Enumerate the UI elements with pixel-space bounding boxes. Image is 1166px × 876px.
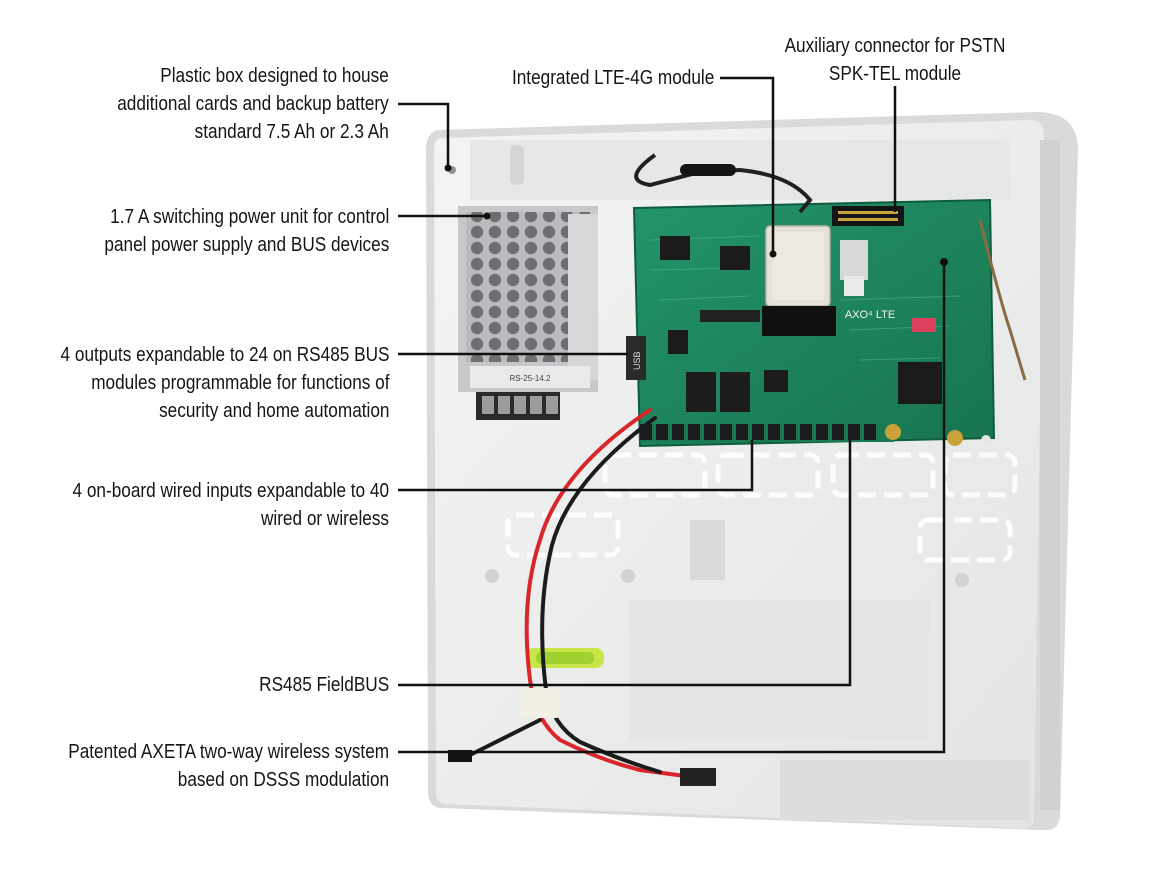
- callout-axeta: Patented AXETA two-way wireless system b…: [68, 738, 389, 794]
- callout-line: Patented AXETA two-way wireless system: [68, 741, 389, 763]
- callout-inputs: 4 on-board wired inputs expandable to 40…: [72, 477, 389, 533]
- callout-outputs: 4 outputs expandable to 24 on RS485 BUS …: [60, 341, 389, 425]
- callout-line: standard 7.5 Ah or 2.3 Ah: [194, 121, 389, 143]
- callout-fieldbus: RS485 FieldBUS: [259, 671, 389, 699]
- callout-lte: Integrated LTE-4G module: [512, 64, 714, 92]
- callout-line: 4 on-board wired inputs expandable to 40: [72, 480, 389, 502]
- callout-line: based on DSSS modulation: [177, 769, 389, 791]
- psu-model-text: RS-25-14.2: [510, 374, 551, 383]
- leader-axeta: [398, 262, 946, 754]
- board-brand-text: AXO⁴ LTE: [845, 309, 895, 321]
- callout-line: 4 outputs expandable to 24 on RS485 BUS: [60, 344, 389, 366]
- callout-line: modules programmable for functions of: [90, 372, 390, 394]
- callout-line: 1.7 A switching power unit for control: [109, 206, 389, 228]
- antenna-cable: [634, 153, 1027, 381]
- callout-line: Auxiliary connector for PSTN: [784, 35, 1006, 57]
- callout-line: RS485 FieldBUS: [258, 674, 389, 696]
- callout-leaders: [398, 76, 946, 754]
- callout-plastic-box: Plastic box designed to house additional…: [117, 62, 389, 146]
- callout-line: SPK-TEL module: [828, 63, 962, 85]
- usb-text: USB: [632, 351, 642, 370]
- callout-line: wired or wireless: [260, 508, 389, 530]
- power-supply-unit: RS-25-14.2: [458, 206, 598, 420]
- leader-fieldbus: [398, 440, 852, 687]
- callout-line: security and home automation: [158, 400, 389, 422]
- callout-line: Plastic box designed to house: [160, 65, 389, 87]
- leader-dots: [444, 164, 948, 266]
- leader-lte: [720, 76, 775, 252]
- callout-pstn: Auxiliary connector for PSTN SPK-TEL mod…: [766, 32, 1024, 88]
- leader-inputs: [398, 440, 754, 492]
- callout-line: Integrated LTE-4G module: [511, 67, 714, 89]
- control-panel-board: AXO⁴ LTE USB: [626, 198, 996, 448]
- callout-line: additional cards and backup battery: [117, 93, 389, 115]
- leader-plastic-box: [398, 102, 450, 165]
- callout-line: panel power supply and BUS devices: [104, 234, 389, 256]
- callout-power-unit: 1.7 A switching power unit for control p…: [104, 203, 389, 259]
